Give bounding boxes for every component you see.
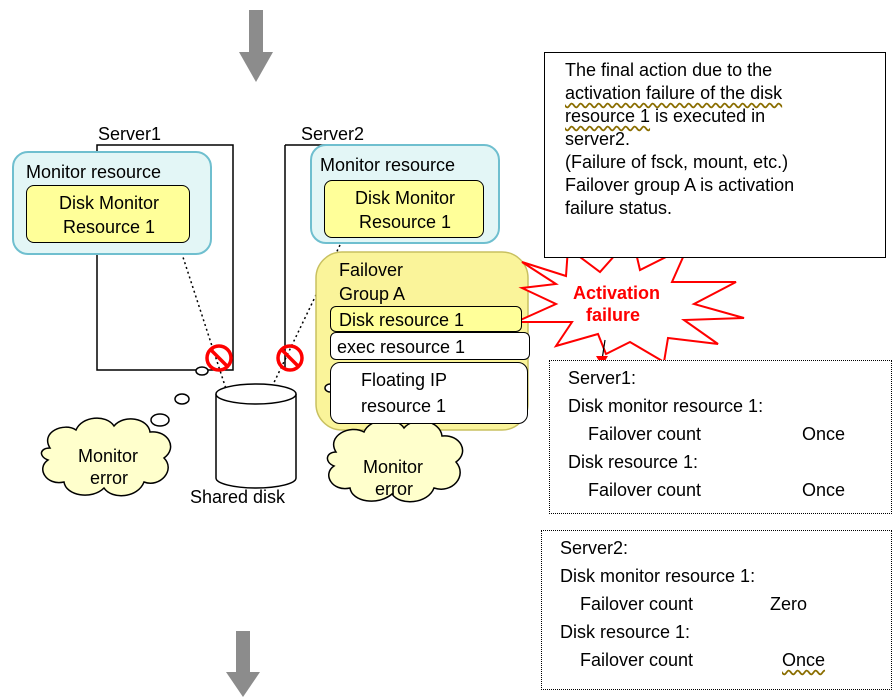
note-line: resource 1 is executed in xyxy=(565,106,766,126)
activation-failure-text: failure xyxy=(586,305,641,325)
prohibit-icon xyxy=(276,344,304,372)
disk-monitor-resource: Disk Monitor Resource 1 xyxy=(324,180,484,238)
server1-label: Server1 xyxy=(98,124,162,144)
floating-ip-resource: Floating IP resource 1 xyxy=(330,362,528,424)
failover-count-label: Failover count xyxy=(588,424,702,444)
monitor-label: Disk monitor resource 1: xyxy=(560,566,756,586)
monitor-error-text: error xyxy=(90,468,129,488)
disk-monitor-resource: Disk Monitor Resource 1 xyxy=(26,185,190,243)
disk-monitor-line1: Disk Monitor xyxy=(58,193,160,213)
final-action-note: The final action due to the activation f… xyxy=(544,52,886,258)
disk-label: Disk resource 1: xyxy=(560,622,691,642)
monitor-label: Disk monitor resource 1: xyxy=(568,396,764,416)
counts-title: Server1: xyxy=(568,368,637,388)
counts-title: Server2: xyxy=(560,538,629,558)
exec-resource: exec resource 1 xyxy=(330,332,530,360)
monitor-resource-server1: Monitor resource Disk Monitor Resource 1 xyxy=(12,151,212,255)
monitor-resource-server2: Monitor resource Disk Monitor Resource 1 xyxy=(310,144,500,244)
failover-count-label: Failover count xyxy=(580,594,694,614)
disk-label: Disk resource 1: xyxy=(568,452,699,472)
failover-count-value: Zero xyxy=(770,594,808,614)
failover-count-value: Once xyxy=(782,650,826,670)
note-line: (Failure of fsck, mount, etc.) xyxy=(565,152,789,172)
failover-count-value: Once xyxy=(802,480,846,500)
activation-failure-text: Activation xyxy=(573,283,661,303)
down-arrow-icon xyxy=(226,631,260,697)
failover-count-label: Failover count xyxy=(588,480,702,500)
server2-failover-counts: Server2: Disk monitor resource 1: Failov… xyxy=(541,530,892,690)
server2-label: Server2 xyxy=(301,124,365,144)
failover-count-label: Failover count xyxy=(580,650,694,670)
note-line: server2. xyxy=(565,129,631,149)
failover-group-title: Failover xyxy=(339,260,404,280)
failover-group-title: Group A xyxy=(339,284,406,304)
note-line: failure status. xyxy=(565,198,673,218)
disk-monitor-line2: Resource 1 xyxy=(62,217,156,237)
server1-outline xyxy=(96,144,234,371)
monitor-resource-title: Monitor resource xyxy=(26,162,162,182)
monitor-error-cloud-left xyxy=(40,417,172,497)
floating-ip-line1: Floating IP xyxy=(361,370,448,390)
note-line: Failover group A is activation xyxy=(565,175,795,195)
monitor-error-text: Monitor xyxy=(363,457,424,477)
exec-resource-label: exec resource 1 xyxy=(337,337,466,357)
prohibit-icon xyxy=(205,344,233,372)
monitor-resource-title: Monitor resource xyxy=(320,155,456,175)
monitor-error-text: error xyxy=(375,479,414,499)
disk-resource-label: Disk resource 1 xyxy=(339,310,465,330)
disk-resource: Disk resource 1 xyxy=(330,306,522,332)
floating-ip-line2: resource 1 xyxy=(361,396,447,416)
shared-disk-label: Shared disk xyxy=(190,487,286,507)
failover-count-value: Once xyxy=(802,424,846,444)
monitor-error-text: Monitor xyxy=(78,446,139,466)
shared-disk-icon xyxy=(215,383,297,489)
server1-failover-counts: Server1: Disk monitor resource 1: Failov… xyxy=(549,360,892,514)
down-arrow-icon xyxy=(239,10,273,82)
note-line: The final action due to the xyxy=(565,60,773,80)
note-line: activation failure of the disk xyxy=(565,83,783,103)
note-line-part: resource 1 xyxy=(565,106,651,126)
disk-monitor-line2: Resource 1 xyxy=(358,212,452,232)
disk-monitor-line1: Disk Monitor xyxy=(354,188,456,208)
